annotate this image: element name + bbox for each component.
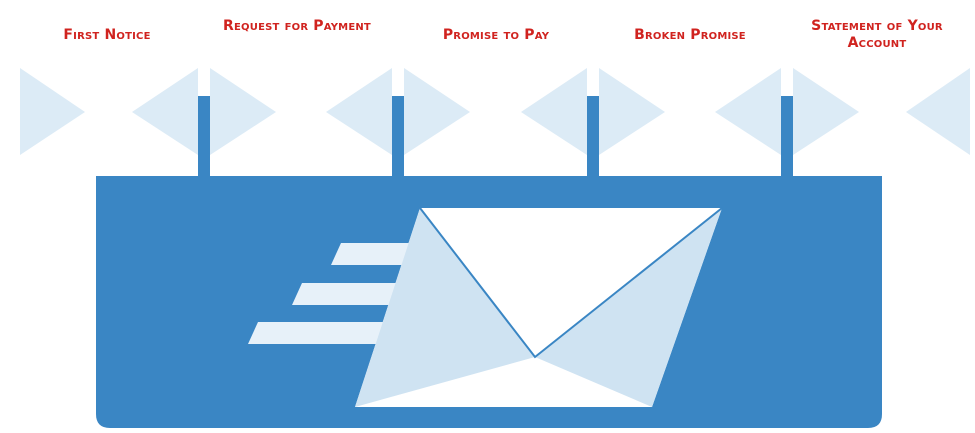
pennant-flag-icon [521, 68, 587, 155]
pennant-flag-icon [326, 68, 392, 155]
pennant-flag-icon [132, 68, 198, 155]
flag-pole-icon [198, 96, 210, 178]
pennant-flag-row [20, 68, 970, 178]
pennant-flag-icon [906, 68, 970, 155]
pennant-flag-icon [793, 68, 859, 155]
pennant-flag-icon [599, 68, 665, 155]
pennant-flag-icon [404, 68, 470, 155]
pennant-flag-icon [20, 68, 85, 155]
flag-pole-icon [392, 96, 404, 178]
flag-pole-icon [587, 96, 599, 178]
pennant-flag-icon [715, 68, 781, 155]
pennant-flag-icon [210, 68, 276, 155]
flag-pole-icon [781, 96, 793, 178]
